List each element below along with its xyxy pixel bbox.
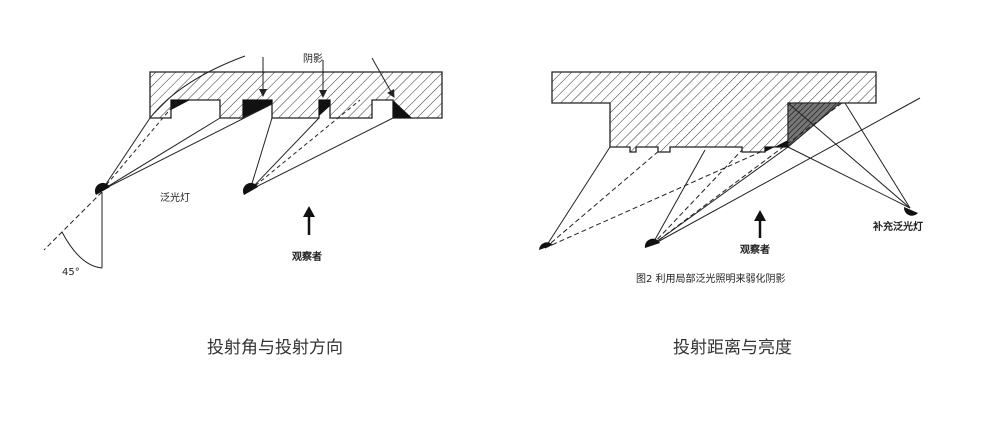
left-shadow-label: 阴影 (303, 53, 323, 65)
left-observer-label: 观察者 (292, 250, 322, 263)
right-observer-label: 观察者 (740, 243, 770, 256)
right-shadow-small (765, 140, 788, 152)
angle-construction (43, 191, 103, 269)
left-lamp2-rays (249, 99, 394, 191)
left-shadow-arrows (259, 57, 395, 98)
left-shadow-3 (319, 100, 330, 116)
right-observer-arrow (754, 210, 766, 238)
floodlight-label: 泛光灯 (160, 191, 190, 204)
left-diagram: 阴影 泛光灯 45° 观察者 (43, 53, 443, 278)
right-caption: 投射距离与亮度 (673, 338, 792, 358)
right-fill-lamp (903, 207, 918, 216)
right-lamp-rays (544, 97, 921, 249)
left-lamp1-rays (101, 55, 273, 191)
right-lamp-2 (644, 238, 660, 248)
left-lamp-2 (242, 182, 258, 195)
left-shadow-2 (243, 100, 272, 118)
left-lamp-1 (94, 182, 110, 195)
right-diagram: 补充泛光灯 观察者 图2 利用局部泛光照明来弱化阴影 (539, 71, 923, 285)
left-caption: 投射角与投射方向 (207, 338, 343, 358)
figure-caption: 图2 利用局部泛光照明来弱化阴影 (636, 272, 786, 285)
left-shadow-4 (393, 100, 412, 118)
fill-light-label: 补充泛光灯 (872, 220, 923, 233)
angle-label: 45° (62, 267, 80, 278)
right-lamp-1 (539, 242, 553, 250)
left-observer-arrow (303, 206, 315, 235)
left-shadow-1 (171, 100, 190, 110)
